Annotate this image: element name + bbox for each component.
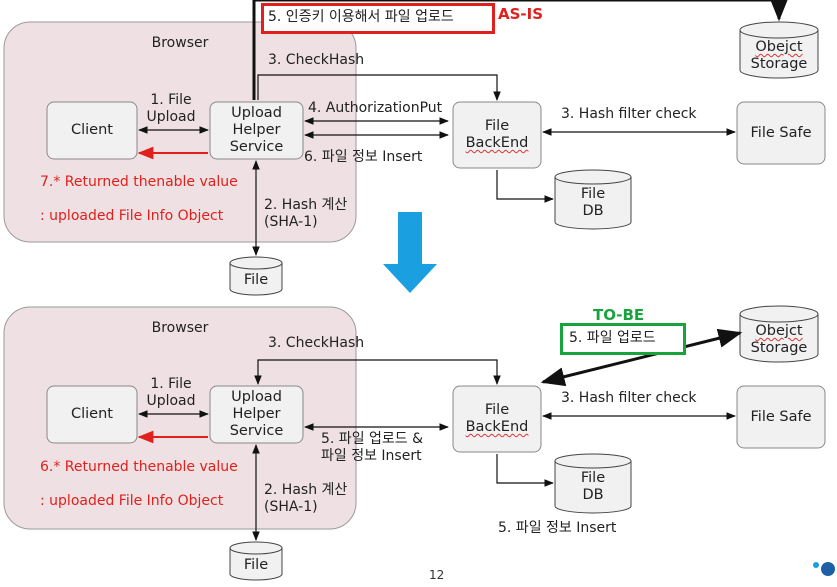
tobe-step5-upload-line2: 파일 정보 Insert (321, 448, 422, 464)
tobe-step3-checkhash-label: 3. CheckHash (268, 335, 365, 351)
tobe-step6-line2: : uploaded File Info Object (40, 493, 224, 509)
asis-checkhash-arrow (257, 74, 501, 101)
asis-db-line2: DB (582, 203, 604, 219)
asis-upload-box (261, 3, 495, 34)
asis-upload-helper-box (209, 101, 304, 160)
tobe-helper-line2: Helper (232, 406, 281, 422)
tobe-file-db-cylinder (554, 453, 632, 514)
asis-step1-line1: 1. File (150, 92, 192, 108)
tobe-helper-line1: Upload (231, 389, 282, 405)
asis-helper-line3: Service (229, 139, 284, 155)
asis-db-arrow (496, 170, 554, 203)
asis-browser-label: Browser (151, 35, 209, 51)
tobe-upload-helper-box (209, 385, 304, 444)
tobe-object-storage-label: Obejct Storage (740, 322, 818, 358)
tobe-step1-label: 1. File Upload (142, 376, 200, 410)
tobe-browser-region (3, 306, 357, 530)
asis-upload-to-storage-arrow (252, 0, 789, 100)
asis-step5-label: 5. 인증키 이용해서 파일 업로드 (268, 9, 454, 25)
tobe-db-line1: File (580, 470, 606, 486)
asis-helper-line1: Upload (231, 105, 282, 121)
tobe-upload-box (560, 323, 686, 355)
transition-down-arrow (383, 212, 437, 293)
asis-backend-line2: BackEnd (465, 135, 529, 151)
tobe-step3-filter-label: 3. Hash filter check (561, 390, 697, 406)
tobe-step2-line2: (SHA-1) (264, 499, 318, 515)
asis-object-storage-label: Obejct Storage (740, 38, 818, 74)
asis-step1-line2: Upload (146, 109, 196, 125)
tobe-storage-line1: Obejct (755, 323, 803, 339)
tobe-step2-label: 2. Hash 계산 (SHA-1) (264, 482, 347, 516)
tobe-step6-line1: 6.* Returned thenable value (40, 459, 238, 475)
tobe-step1-line2: Upload (146, 393, 196, 409)
tobe-tag: TO-BE (593, 306, 645, 324)
tobe-helper-line3: Service (229, 423, 284, 439)
tobe-file-backend-label: File BackEnd (453, 386, 541, 452)
asis-step3-filter-label: 3. Hash filter check (561, 106, 697, 122)
asis-helper-line2: Helper (232, 122, 281, 138)
tobe-backend-line2: BackEnd (465, 419, 529, 435)
tobe-storage-arrow (540, 328, 743, 387)
asis-backend-line1: File (484, 118, 510, 134)
asis-file-safe-label: File Safe (750, 124, 812, 141)
page-number: 12 (429, 568, 445, 582)
asis-step7-line2: : uploaded File Info Object (40, 208, 224, 224)
asis-step6-label: 6. 파일 정보 Insert (304, 149, 423, 165)
tobe-db-line2: DB (582, 487, 604, 503)
asis-step3-checkhash-label: 3. CheckHash (268, 52, 365, 68)
tobe-upload-helper-label: Upload Helper Service (210, 386, 303, 443)
tobe-client-box (46, 385, 138, 444)
tobe-file-label: File (243, 556, 269, 573)
tobe-file-backend-box (452, 385, 542, 453)
asis-step7-line1: 7.* Returned thenable value (40, 174, 238, 190)
asis-tag: AS-IS (498, 5, 544, 23)
tobe-browser-label: Browser (151, 320, 209, 336)
tobe-step2-line1: 2. Hash 계산 (264, 482, 348, 498)
asis-object-storage-cylinder (739, 21, 819, 79)
tobe-file-safe-box (736, 385, 826, 449)
asis-file-safe-box (736, 101, 826, 165)
tobe-file-db-label: File DB (555, 469, 631, 505)
asis-file-backend-label: File BackEnd (453, 102, 541, 168)
asis-step2-label: 2. Hash 계산 (SHA-1) (264, 197, 347, 231)
tobe-step5-insert-label: 5. 파일 정보 Insert (498, 520, 617, 536)
asis-step2-line2: (SHA-1) (264, 214, 318, 230)
asis-file-db-cylinder (554, 169, 632, 230)
asis-storage-line2: Storage (750, 56, 808, 72)
asis-client-label: Client (71, 122, 113, 138)
asis-upload-helper-label: Upload Helper Service (210, 102, 303, 159)
asis-storage-line1: Obejct (755, 39, 803, 55)
asis-file-cylinder (229, 256, 283, 296)
asis-file-backend-box (452, 101, 542, 169)
asis-db-line1: File (580, 186, 606, 202)
tobe-client-label: Client (71, 406, 113, 422)
tobe-step5-upload-label: 5. 파일 업로드 & 파일 정보 Insert (321, 431, 423, 465)
tobe-file-safe-label: File Safe (750, 408, 812, 425)
asis-step2-line1: 2. Hash 계산 (264, 197, 348, 213)
tobe-file-cylinder (229, 541, 283, 581)
tobe-storage-line2: Storage (750, 340, 808, 356)
asis-client-box (46, 101, 138, 160)
tobe-backend-line1: File (484, 402, 510, 418)
asis-file-db-label: File DB (555, 185, 631, 221)
tobe-step5-box-label: 5. 파일 업로드 (569, 330, 656, 346)
tobe-step1-line1: 1. File (150, 376, 192, 392)
tobe-object-storage-cylinder (739, 305, 819, 363)
asis-file-label: File (243, 271, 269, 288)
tobe-db-arrow (496, 454, 554, 487)
asis-step1-label: 1. File Upload (142, 92, 200, 126)
asis-step4-label: 4. AuthorizationPut (308, 100, 443, 116)
tobe-step5-upload-line1: 5. 파일 업로드 & (321, 431, 424, 447)
corner-logo-icon (813, 562, 835, 576)
tobe-checkhash-arrow (254, 359, 501, 385)
